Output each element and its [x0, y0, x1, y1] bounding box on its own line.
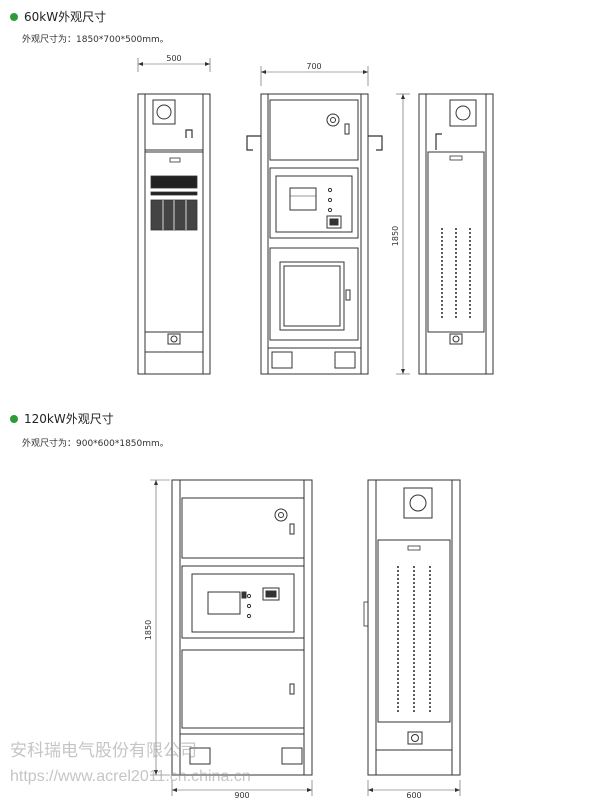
- dim-120kw-side-width: 600: [406, 791, 421, 800]
- green-dot-icon: [10, 414, 18, 423]
- section-title-60kw-text: 60kW外观尺寸: [24, 10, 107, 24]
- cabinet-60kw-side-left: 500: [137, 54, 211, 375]
- green-dot-icon: [10, 12, 18, 21]
- dim-60kw-front-width: 700: [306, 62, 321, 71]
- dim-120kw-front-width: 900: [234, 791, 249, 800]
- spec-60kw: 外观尺寸为：1850*700*500mm。: [22, 35, 169, 45]
- module-grid: [150, 175, 198, 231]
- spec-120kw: 外观尺寸为：900*600*1850mm。: [22, 439, 169, 449]
- dim-120kw-height: 1850: [144, 620, 153, 640]
- vent-slots: [397, 566, 431, 712]
- watermark-company: 安科瑞电气股份有限公司: [10, 741, 197, 760]
- cabinet-120kw-front: 1850 900: [144, 479, 313, 800]
- section-title-120kw-text: 120kW外观尺寸: [24, 412, 114, 426]
- section-title-120kw: 120kW外观尺寸: [10, 410, 114, 427]
- cabinet-120kw-side: 600: [363, 479, 461, 800]
- dim-60kw-height: 1850: [391, 226, 400, 246]
- watermark-url: https://www.acrel2011.cn.china.cn: [10, 768, 251, 785]
- section-title-60kw: 60kW外观尺寸: [10, 8, 106, 25]
- fan-icon: [152, 99, 176, 125]
- dim-60kw-side-width: 500: [166, 54, 181, 63]
- cabinet-60kw-side-right: 1850: [391, 93, 494, 375]
- cabinet-60kw-front: 700: [246, 62, 383, 375]
- vent-slots: [441, 228, 471, 318]
